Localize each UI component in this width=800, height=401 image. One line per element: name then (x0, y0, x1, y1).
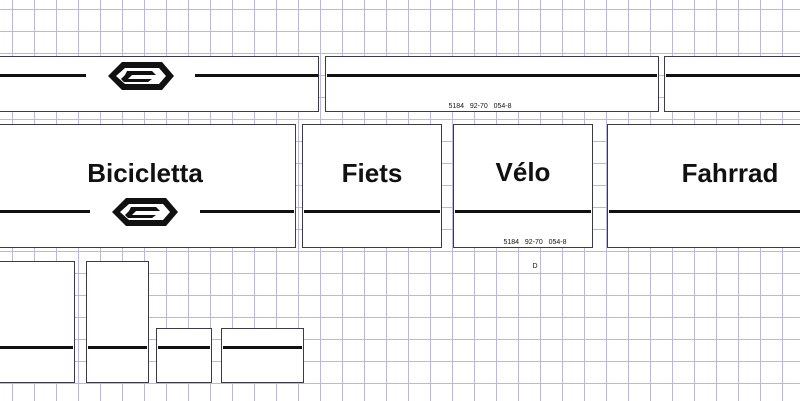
panel-bottom-3 (156, 328, 212, 383)
label-velo: Vélo (495, 157, 551, 187)
stripe-top-left-a (0, 74, 86, 77)
label-bicicletta: Bicicletta (87, 158, 203, 188)
stripe-fahrrad (609, 210, 800, 213)
stripe-bicicletta-b (200, 210, 294, 213)
panel-bottom-1 (0, 261, 75, 383)
panel-bottom-2 (86, 261, 149, 383)
stripe-velo (455, 210, 591, 213)
panel-top-right (664, 56, 800, 112)
panel-bicicletta (0, 124, 296, 248)
ns-logo-icon (112, 198, 178, 226)
vehicle-number-top-line1: 5184 92-70 054-8 (448, 103, 512, 110)
stripe-top-right (666, 74, 800, 77)
stripe-bicicletta-a (0, 210, 90, 213)
vehicle-number-velo-line2: D (532, 263, 538, 270)
vehicle-number-velo: 5184 92-70 054-8 D (475, 223, 595, 279)
stripe-bottom-2 (88, 346, 147, 349)
panel-fahrrad (607, 124, 800, 248)
panel-top-middle (325, 56, 659, 112)
stripe-bottom-1 (0, 346, 73, 349)
panel-bottom-4 (221, 328, 304, 383)
vehicle-number-velo-line1: 5184 92-70 054-8 (503, 239, 567, 246)
stripe-fiets (304, 210, 440, 213)
stripe-top-middle (327, 74, 657, 77)
panel-velo (453, 124, 593, 248)
ns-logo-icon (108, 62, 174, 90)
label-fahrrad: Fahrrad (681, 158, 779, 188)
stripe-bottom-3 (158, 346, 210, 349)
stripe-bottom-4 (223, 346, 302, 349)
panel-fiets (302, 124, 442, 248)
label-fiets: Fiets (341, 158, 403, 188)
stripe-top-left-b (195, 74, 318, 77)
